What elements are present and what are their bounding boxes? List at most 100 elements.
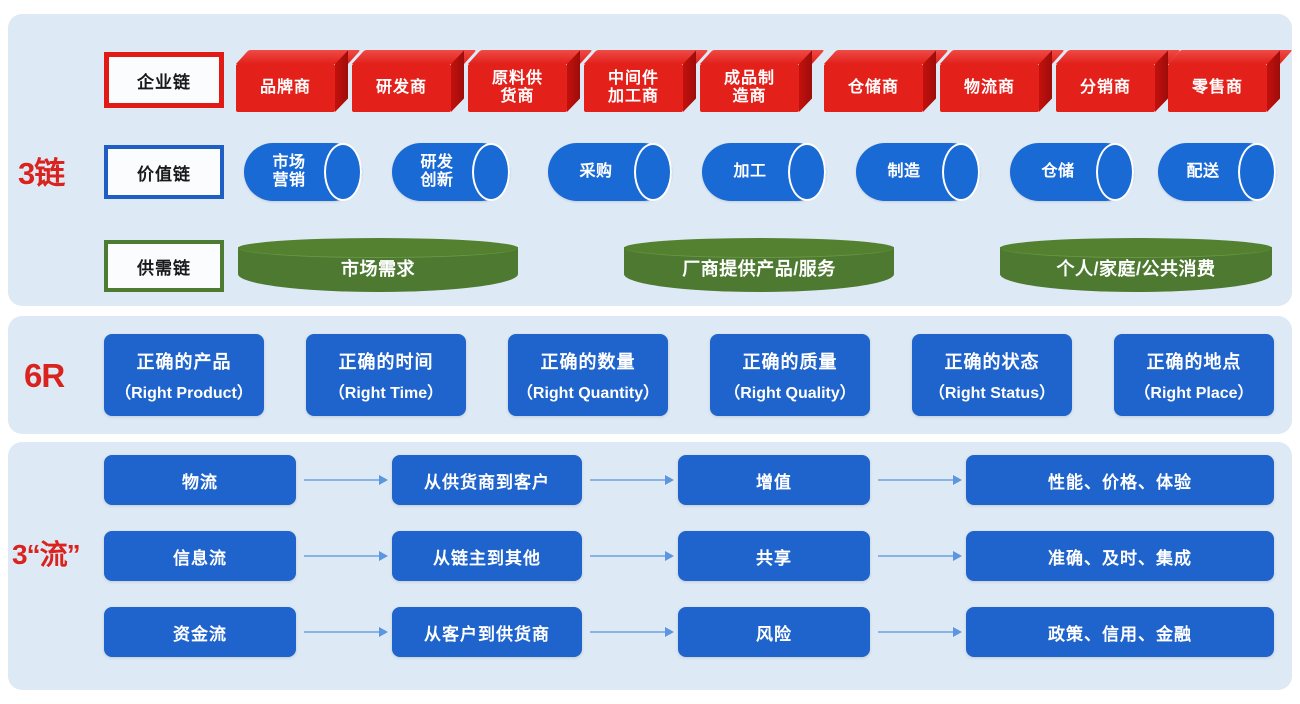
plate-supply-demand-chain: 供需链 <box>104 240 224 292</box>
six-r-card-en: （Right Quality） <box>724 384 856 402</box>
six-r-card-cn: 正确的状态 <box>944 351 1040 372</box>
flow-path-box[interactable]: 从供货商到客户 <box>392 455 582 505</box>
six-r-card[interactable]: 正确的数量 （Right Quantity） <box>508 334 668 416</box>
six-r-card[interactable]: 正确的质量 （Right Quality） <box>710 334 870 416</box>
value-node-cylinder[interactable]: 仓储 <box>1010 143 1134 201</box>
enterprise-node-box[interactable]: 品牌商 <box>236 50 361 112</box>
cylinder-label: 市场 营销 <box>272 154 306 189</box>
arrow-head <box>379 627 388 637</box>
cylinder-cap <box>1096 143 1134 201</box>
six-r-card-cn: 正确的数量 <box>540 351 636 372</box>
arrow-head <box>665 551 674 561</box>
cube-label: 中间件 加工商 <box>584 64 683 112</box>
enterprise-node-box[interactable]: 仓储商 <box>824 50 949 112</box>
value-node-cylinder[interactable]: 加工 <box>702 143 826 201</box>
six-r-card-cn: 正确的质量 <box>742 351 838 372</box>
arrow-shaft <box>304 631 380 633</box>
arrow-head <box>379 551 388 561</box>
disc-label: 厂商提供产品/服务 <box>682 259 836 279</box>
value-node-cylinder[interactable]: 采购 <box>548 143 672 201</box>
arrow-shaft <box>590 479 666 481</box>
arrow-head <box>953 627 962 637</box>
flow-path-box[interactable]: 从客户到供货商 <box>392 607 582 657</box>
value-node-cylinder[interactable]: 制造 <box>856 143 980 201</box>
plate-enterprise-chain: 企业链 <box>104 52 224 108</box>
cylinder-label: 加工 <box>733 163 767 181</box>
cube-label: 研发商 <box>352 64 451 112</box>
six-r-card[interactable]: 正确的时间 （Right Time） <box>306 334 466 416</box>
enterprise-node-box[interactable]: 中间件 加工商 <box>584 50 709 112</box>
supply-node-disc[interactable]: 个人/家庭/公共消费 <box>1000 238 1272 292</box>
flow-arrow <box>590 475 674 485</box>
disc-label: 市场需求 <box>341 259 415 279</box>
flow-attrs-box[interactable]: 性能、价格、体验 <box>966 455 1274 505</box>
flow-arrow <box>590 627 674 637</box>
flow-arrow <box>878 551 962 561</box>
flow-path-box[interactable]: 从链主到其他 <box>392 531 582 581</box>
cube-label: 分销商 <box>1056 64 1155 112</box>
cylinder-cap <box>942 143 980 201</box>
six-r-card-en: （Right Time） <box>328 384 444 402</box>
group-label-three-chains: 3链 <box>18 156 65 191</box>
enterprise-node-box[interactable]: 成品制 造商 <box>700 50 825 112</box>
arrow-shaft <box>590 631 666 633</box>
disc-lid <box>1000 238 1272 258</box>
cylinder-cap <box>788 143 826 201</box>
arrow-head <box>953 475 962 485</box>
enterprise-node-box[interactable]: 物流商 <box>940 50 1065 112</box>
cylinder-label: 仓储 <box>1041 163 1075 181</box>
enterprise-node-box[interactable]: 分销商 <box>1056 50 1181 112</box>
arrow-head <box>953 551 962 561</box>
six-r-card[interactable]: 正确的地点 （Right Place） <box>1114 334 1274 416</box>
value-node-cylinder[interactable]: 研发 创新 <box>392 143 510 201</box>
cube-label: 仓储商 <box>824 64 923 112</box>
flow-name-box[interactable]: 物流 <box>104 455 296 505</box>
arrow-shaft <box>878 555 954 557</box>
enterprise-node-box[interactable]: 原料供 货商 <box>468 50 593 112</box>
flow-value-box[interactable]: 风险 <box>678 607 870 657</box>
cylinder-label: 采购 <box>579 163 613 181</box>
cylinder-label: 配送 <box>1186 163 1220 181</box>
arrow-shaft <box>878 479 954 481</box>
flow-arrow <box>590 551 674 561</box>
cube-label: 零售商 <box>1168 64 1267 112</box>
six-r-card-cn: 正确的时间 <box>338 351 434 372</box>
cylinder-cap <box>472 143 510 201</box>
flow-name-box[interactable]: 资金流 <box>104 607 296 657</box>
supply-node-disc[interactable]: 厂商提供产品/服务 <box>624 238 894 292</box>
enterprise-node-box[interactable]: 研发商 <box>352 50 477 112</box>
arrow-shaft <box>590 555 666 557</box>
flow-attrs-box[interactable]: 准确、及时、集成 <box>966 531 1274 581</box>
arrow-shaft <box>878 631 954 633</box>
arrow-head <box>379 475 388 485</box>
group-label-six-r: 6R <box>24 357 65 394</box>
enterprise-node-box[interactable]: 零售商 <box>1168 50 1293 112</box>
arrow-head <box>665 627 674 637</box>
flow-name-box[interactable]: 信息流 <box>104 531 296 581</box>
flow-arrow <box>304 627 388 637</box>
cylinder-cap <box>634 143 672 201</box>
flow-value-box[interactable]: 共享 <box>678 531 870 581</box>
disc-lid <box>624 238 894 258</box>
cylinder-label: 研发 创新 <box>420 154 454 189</box>
value-node-cylinder[interactable]: 市场 营销 <box>244 143 362 201</box>
cube-label: 原料供 货商 <box>468 64 567 112</box>
six-r-card-en: （Right Quantity） <box>516 384 660 402</box>
arrow-head <box>665 475 674 485</box>
cylinder-cap <box>1238 143 1276 201</box>
plate-value-chain: 价值链 <box>104 145 224 199</box>
cylinder-label: 制造 <box>887 163 921 181</box>
arrow-shaft <box>304 555 380 557</box>
flow-arrow <box>878 627 962 637</box>
flow-value-box[interactable]: 增值 <box>678 455 870 505</box>
six-r-card-cn: 正确的产品 <box>136 351 232 372</box>
six-r-card-en: （Right Status） <box>928 384 1056 402</box>
six-r-card[interactable]: 正确的状态 （Right Status） <box>912 334 1072 416</box>
six-r-card[interactable]: 正确的产品 （Right Product） <box>104 334 264 416</box>
flow-attrs-box[interactable]: 政策、信用、金融 <box>966 607 1274 657</box>
six-r-card-en: （Right Place） <box>1134 384 1254 402</box>
value-node-cylinder[interactable]: 配送 <box>1158 143 1276 201</box>
supply-node-disc[interactable]: 市场需求 <box>238 238 518 292</box>
cube-label: 品牌商 <box>236 64 335 112</box>
cylinder-cap <box>324 143 362 201</box>
